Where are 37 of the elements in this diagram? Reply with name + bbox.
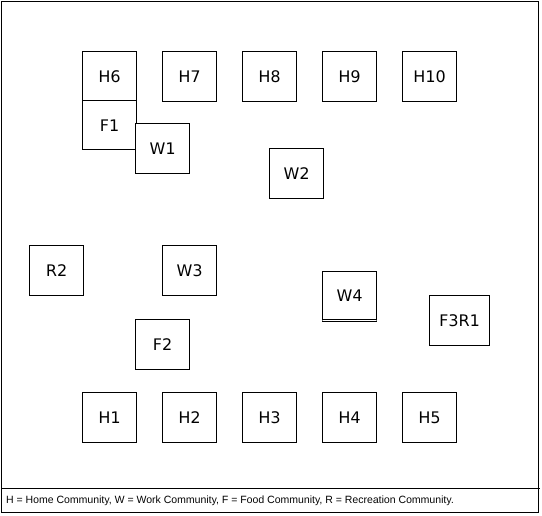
community-box (322, 271, 377, 322)
community-box (162, 51, 217, 102)
community-box (162, 245, 217, 296)
community-label: H4 (338, 408, 361, 427)
community-label: H10 (413, 67, 446, 86)
community-box (322, 392, 377, 443)
community-label: H6 (98, 67, 121, 86)
community-box (269, 148, 324, 199)
community-box (242, 51, 297, 102)
community-label: F2 (152, 335, 172, 354)
community-box (82, 392, 137, 443)
community-label: W2 (284, 164, 310, 183)
community-label: H7 (178, 67, 201, 86)
community-box (429, 295, 490, 346)
community-box (402, 392, 457, 443)
community-box (135, 123, 190, 174)
community-box (29, 245, 84, 296)
caption: H = Home Community, W = Work Community, F = Food Community, R = Recreation Community. (6, 494, 454, 506)
community-box (322, 51, 377, 102)
community-box (162, 392, 217, 443)
community-box (135, 319, 190, 370)
community-label: H1 (98, 408, 121, 427)
community-label: H5 (418, 408, 441, 427)
community-label: H8 (258, 67, 281, 86)
community-label: W3 (176, 261, 202, 280)
community-label: W4 (336, 286, 362, 305)
community-box (242, 392, 297, 443)
community-box (402, 51, 457, 102)
community-label: W1 (150, 139, 176, 158)
community-label: R2 (46, 261, 68, 280)
community-label: F1 (100, 116, 120, 134)
community-box (82, 100, 137, 150)
community-label: H2 (178, 408, 201, 427)
community-label: H3 (258, 408, 281, 427)
community-label: F3R1 (439, 311, 480, 330)
community-label: H9 (338, 67, 361, 86)
community-box (82, 51, 137, 102)
